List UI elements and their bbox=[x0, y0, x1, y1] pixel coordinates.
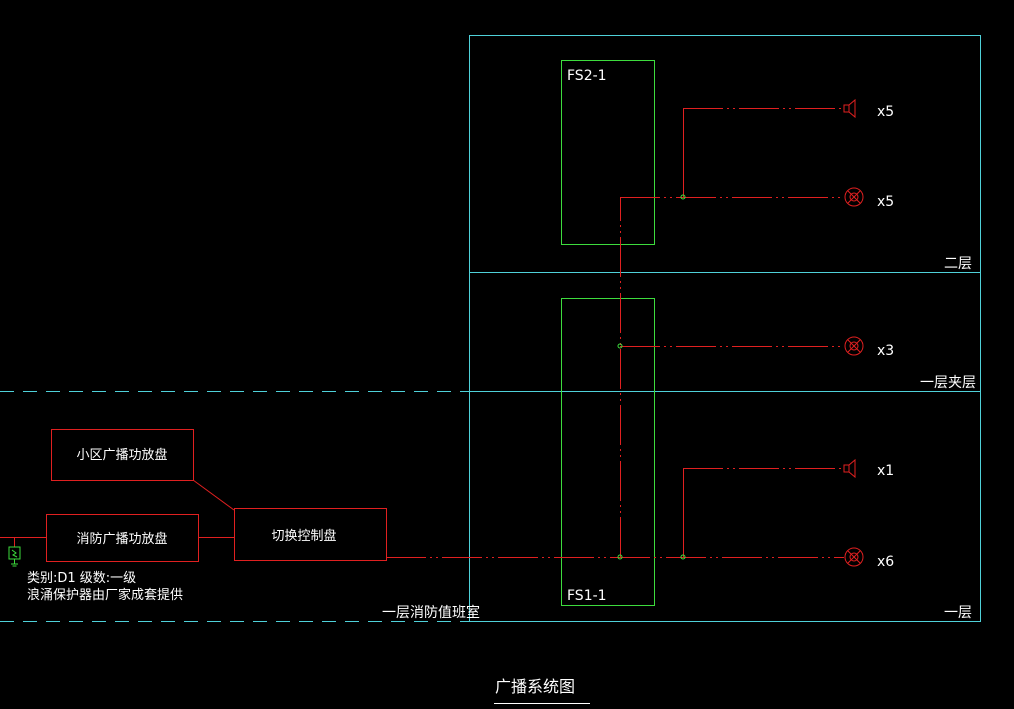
note-line-2: 浪涌保护器由厂家成套提供 bbox=[27, 587, 183, 603]
panel-fs1-label: FS1-1 bbox=[567, 588, 607, 604]
ceiling-speaker-icon bbox=[844, 547, 864, 567]
community-amp-label: 小区广播功放盘 bbox=[76, 447, 167, 463]
count-f2-horn: x5 bbox=[877, 104, 894, 120]
panel-fs2-box bbox=[561, 60, 655, 245]
junction-f1-a bbox=[617, 554, 623, 560]
ceiling-speaker-icon bbox=[844, 336, 864, 356]
fire-amp-label: 消防广播功放盘 bbox=[76, 531, 167, 547]
diagram-title: 广播系统图 bbox=[495, 677, 575, 696]
switch-ctrl-label: 切换控制盘 bbox=[271, 528, 336, 544]
horn-speaker-icon bbox=[843, 458, 856, 479]
box-community-amp: 小区广播功放盘 bbox=[51, 429, 194, 481]
horn-speaker-icon bbox=[843, 98, 856, 119]
panel-fs1-box bbox=[561, 298, 655, 606]
floor-label-control-room: 一层消防值班室 bbox=[382, 604, 480, 621]
floor-label-mezzanine: 一层夹层 bbox=[920, 375, 976, 391]
wire-community-to-switch bbox=[192, 479, 235, 511]
count-f1-horn: x1 bbox=[877, 463, 894, 479]
box-fire-amp: 消防广播功放盘 bbox=[46, 514, 199, 562]
note-line-1: 类别:D1 级数:一级 bbox=[27, 571, 136, 586]
ceiling-speaker-icon bbox=[844, 187, 864, 207]
switch-ctrl-box bbox=[234, 508, 387, 561]
junctions bbox=[617, 194, 686, 560]
wiring bbox=[0, 108, 844, 558]
count-f2-ceiling: x5 bbox=[877, 194, 894, 210]
floor-label-f2: 二层 bbox=[944, 256, 972, 272]
box-switch-ctrl: 切换控制盘 bbox=[234, 508, 387, 561]
junction-mz bbox=[617, 343, 623, 349]
junction-f2 bbox=[680, 194, 686, 200]
floor-label-f1: 一层 bbox=[944, 605, 972, 621]
panel-fs1: FS1-1 bbox=[561, 298, 655, 606]
junction-f1-b bbox=[680, 554, 686, 560]
building-outline bbox=[469, 35, 981, 622]
panel-fs2: FS2-1 bbox=[561, 60, 655, 245]
community-amp-box bbox=[51, 429, 194, 481]
floor-frame bbox=[0, 35, 981, 622]
count-mz-ceiling: x3 bbox=[877, 343, 894, 359]
surge-protector-icon bbox=[8, 546, 21, 567]
panel-fs2-label: FS2-1 bbox=[567, 68, 607, 84]
count-f1-ceiling: x6 bbox=[877, 554, 894, 570]
